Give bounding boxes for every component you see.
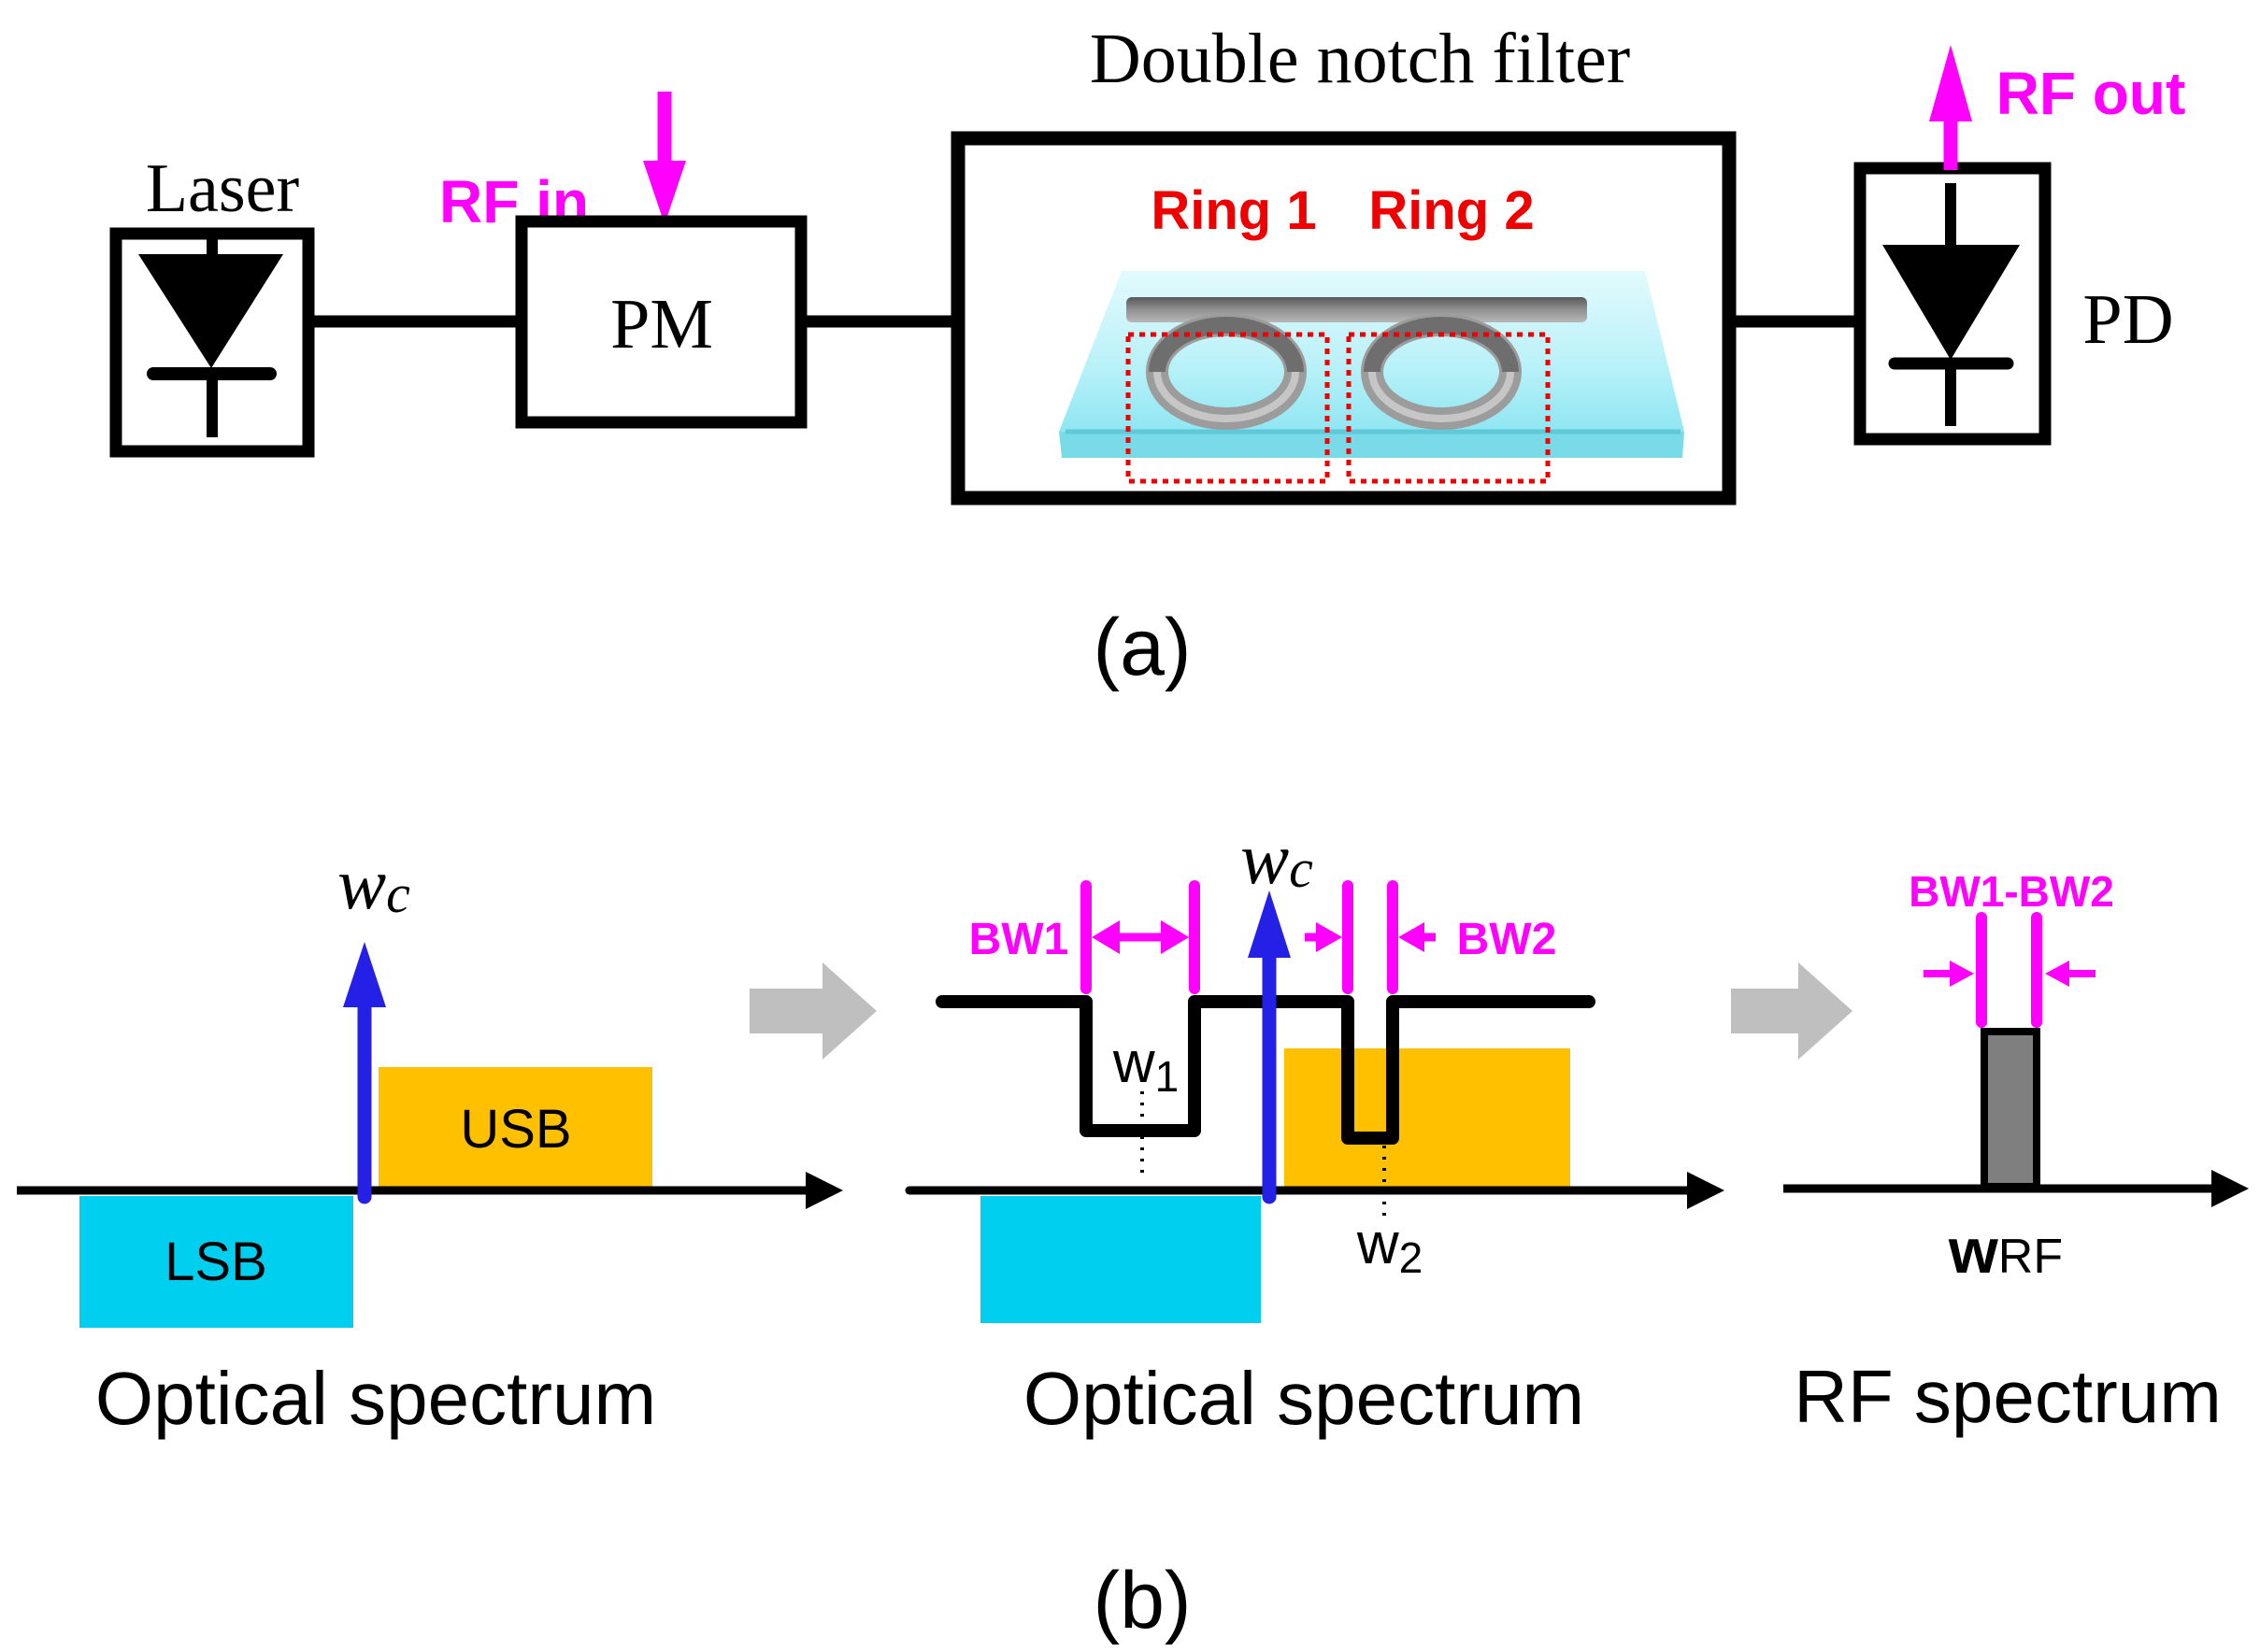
ring2-label: Ring 2 [1368,180,1534,241]
rf-freq-label: wRF [1948,1216,2063,1287]
pm-box [515,215,808,429]
bw2-arrowhead-right [1398,922,1424,952]
notch2-label: w2 [1356,1212,1423,1282]
bw-diff-label: BW1-BW2 [1909,867,2114,916]
rf-in-arrow [643,92,686,224]
middle-caption: Optical spectrum [1023,1357,1584,1440]
notch1-label: w1 [1112,1031,1179,1101]
ring2-icon [1361,314,1522,430]
left-axis [17,1172,843,1209]
panel-b-caption: (b) [1093,1556,1191,1645]
middle-axis [905,1172,1724,1209]
pd-label: PD [2082,280,2173,359]
panel-a-caption: (a) [1093,603,1191,692]
bw-diff-arrowhead-right [2045,961,2069,987]
transition-arrow-1 [750,962,877,1060]
right-caption: RF spectrum [1794,1355,2222,1438]
usb-label: USB [460,1099,571,1160]
transition-arrow-2 [1731,962,1852,1060]
ring1-label: Ring 1 [1151,180,1316,241]
ring1-dashed-box [1125,332,1330,484]
rf-peak-rect [1981,1028,2040,1190]
bw1-arrowhead-left [1092,920,1120,954]
bw-diff-marker [1924,912,2096,1028]
right-axis [1783,1170,2249,1207]
left-carrier-label: wc [337,843,410,924]
middle-usb-rect [1284,1048,1570,1190]
rf-out-arrow [1929,45,1972,170]
bw2-arrowhead-left [1316,922,1342,952]
middle-carrier-label: wc [1240,818,1313,899]
lsb-label: LSB [164,1232,267,1292]
bw2-label: BW2 [1457,915,1557,964]
rf-out-label: RF out [1996,60,2186,127]
pm-label: PM [610,285,713,363]
filter-title: Double notch filter [1090,20,1630,98]
ring2-dashed-box [1346,332,1551,484]
ring1-icon [1146,314,1307,430]
laser-diode-icon [138,239,283,437]
laser-label: Laser [146,150,299,227]
left-carrier-arrow [343,942,386,1204]
middle-lsb-rect [980,1196,1261,1323]
middle-carrier-arrow [1248,890,1291,1204]
bw1-arrowhead-right [1161,920,1189,954]
chip-image [1059,271,1684,458]
left-caption: Optical spectrum [95,1357,656,1440]
usb-rect [379,1067,652,1189]
bw-diff-arrowhead-left [1950,961,1974,987]
bw1-label: BW1 [969,915,1069,964]
pd-diode-icon [1882,183,2020,426]
lsb-rect [79,1196,353,1328]
